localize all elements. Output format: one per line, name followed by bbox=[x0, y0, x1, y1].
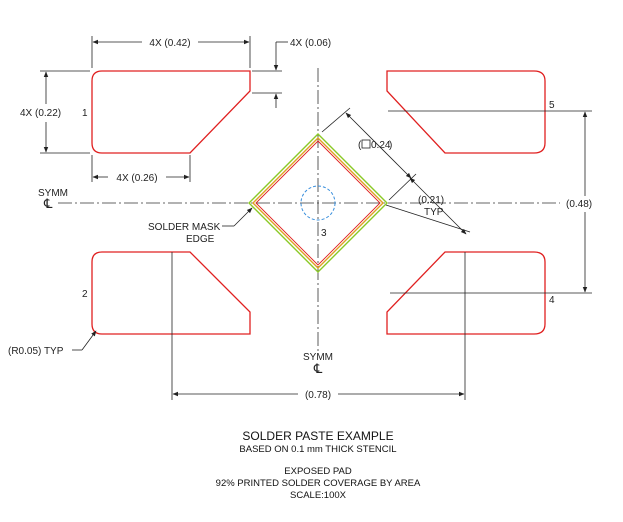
caption-subtitle: BASED ON 0.1 mm THICK STENCIL bbox=[239, 444, 396, 455]
dim-corner-offset-typ: TYP bbox=[424, 207, 444, 218]
pad-1 bbox=[91, 70, 251, 154]
dim-pad-width: 4X (0.22) bbox=[20, 108, 61, 119]
caption-title: SOLDER PASTE EXAMPLE bbox=[242, 429, 393, 443]
pin-5-label: 5 bbox=[549, 100, 555, 111]
dim-square-size: 0.24 bbox=[371, 140, 391, 151]
centerline-symbol-left: ℄ bbox=[43, 196, 53, 211]
exposed-pad bbox=[252, 137, 384, 269]
exposed-pad-paste bbox=[255, 140, 381, 266]
solder-mask-edge bbox=[248, 133, 388, 273]
dim-pad-straight: 4X (0.26) bbox=[116, 173, 157, 184]
caption-line2: 92% PRINTED SOLDER COVERAGE BY AREA bbox=[216, 478, 421, 489]
symm-label-left: SYMM bbox=[38, 188, 68, 199]
pin-4-label: 4 bbox=[549, 295, 555, 306]
svg-text:): ) bbox=[389, 140, 392, 151]
dim-pad-length: 4X (0.42) bbox=[149, 38, 190, 49]
pad-2 bbox=[91, 251, 251, 335]
solder-mask-label-line1: SOLDER MASK bbox=[148, 222, 221, 233]
dim-radius: (R0.05) TYP bbox=[8, 346, 64, 357]
svg-text:(: ( bbox=[358, 140, 362, 151]
pin-3-label: 3 bbox=[321, 228, 327, 239]
pin-1-label: 1 bbox=[82, 108, 88, 119]
pad-4 bbox=[386, 251, 546, 335]
dim-vertical-span: (0.48) bbox=[566, 199, 592, 210]
square-symbol bbox=[361, 139, 371, 149]
centerline-symbol-bottom: ℄ bbox=[313, 361, 323, 376]
dim-horizontal-span: (0.78) bbox=[305, 390, 331, 401]
dim-corner-offset: (0.21) bbox=[418, 195, 444, 206]
via-circle bbox=[300, 185, 336, 221]
caption-line1: EXPOSED PAD bbox=[284, 466, 352, 477]
caption-line3: SCALE:100X bbox=[290, 490, 347, 501]
symm-label-bottom: SYMM bbox=[303, 352, 333, 363]
pin-2-label: 2 bbox=[82, 289, 88, 300]
dim-pad-chamfer: 4X (0.06) bbox=[290, 38, 331, 49]
pad-5 bbox=[386, 70, 546, 154]
solder-mask-label-line2: EDGE bbox=[186, 234, 215, 245]
